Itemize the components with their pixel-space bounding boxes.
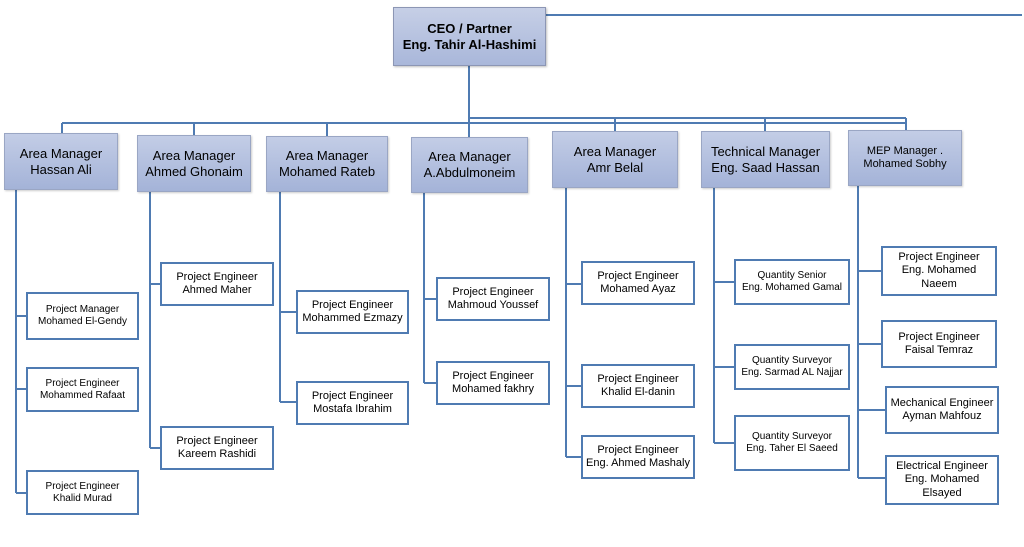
manager-name: Eng. Saad Hassan	[711, 159, 820, 175]
staff-name: Eng. Taher El Saeed	[746, 443, 838, 454]
manager-title: MEP Manager .	[866, 144, 944, 157]
staff-name: Mohamed El-Gendy	[38, 316, 127, 327]
staff-box: Quantity Surveyor Eng. Sarmad AL Najjar	[734, 344, 850, 390]
manager-title: Area Manager	[573, 143, 657, 159]
staff-role: Project Engineer	[452, 285, 534, 298]
staff-name: Mohamed fakhry	[452, 383, 534, 395]
staff-name: Khalid Murad	[53, 492, 112, 504]
manager-ahmed-ghonaim: Area Manager Ahmed Ghonaim	[137, 135, 251, 192]
staff-box: Quantity Surveyor Eng. Taher El Saeed	[734, 415, 850, 471]
staff-role: Project Engineer	[898, 251, 980, 264]
staff-box: Project Engineer Eng. Mohamed Naeem	[881, 246, 997, 296]
staff-box: Project Engineer Mohammed Rafaat	[26, 367, 139, 412]
staff-box: Project Engineer Khalid El-danin	[581, 364, 695, 408]
staff-box: Project Engineer Mahmoud Youssef	[436, 277, 550, 321]
manager-title: Area Manager	[285, 148, 369, 164]
staff-box: Project Manager Mohamed El-Gendy	[26, 292, 139, 340]
staff-box: Project Engineer Eng. Ahmed Mashaly	[581, 435, 695, 479]
manager-name: A.Abdulmoneim	[423, 165, 516, 180]
staff-name: Eng. Mohamed	[901, 264, 977, 277]
staff-role: Project Engineer	[597, 269, 679, 282]
staff-box: Project Engineer Faisal Temraz	[881, 320, 997, 368]
staff-role: Project Engineer	[45, 377, 120, 389]
manager-mep-mohamed-sobhy: MEP Manager . Mohamed Sobhy	[848, 130, 962, 186]
staff-box: Electrical Engineer Eng. Mohamed Elsayed	[885, 455, 999, 505]
manager-name: Amr Belal	[586, 159, 644, 175]
staff-role: Project Engineer	[597, 372, 679, 385]
staff-box: Quantity Senior Eng. Mohamed Gamal	[734, 259, 850, 305]
manager-name: Hassan Ali	[30, 161, 92, 177]
staff-box: Project Engineer Mohamed fakhry	[436, 361, 550, 405]
staff-role: Project Engineer	[176, 270, 258, 283]
manager-a-abdulmoneim: Area Manager A.Abdulmoneim	[411, 137, 528, 193]
staff-name: Eng. Mohamed	[904, 473, 980, 486]
staff-box: Project Engineer Mostafa Ibrahim	[296, 381, 409, 425]
staff-name: Khalid El-danin	[601, 386, 675, 398]
staff-role: Project Engineer	[311, 298, 394, 311]
ceo-box: CEO / Partner Eng. Tahir Al-Hashimi	[393, 7, 546, 66]
staff-box: Project Engineer Kareem Rashidi	[160, 426, 274, 470]
staff-role: Project Engineer	[311, 389, 394, 402]
staff-name: Mahmoud Youssef	[447, 299, 539, 311]
staff-box: Mechanical Engineer Ayman Mahfouz	[885, 386, 999, 434]
staff-role: Project Manager	[45, 304, 120, 315]
staff-role: Quantity Senior	[757, 270, 827, 281]
staff-role: Electrical Engineer	[896, 460, 988, 473]
manager-name: Ahmed Ghonaim	[145, 163, 243, 179]
ceo-name: Eng. Tahir Al-Hashimi	[402, 36, 537, 52]
manager-hassan-ali: Area Manager Hassan Ali	[4, 133, 118, 190]
staff-role: Project Engineer	[597, 443, 679, 456]
staff-name-cont: Elsayed	[922, 486, 962, 499]
manager-name: Mohamed Sobhy	[863, 158, 947, 170]
staff-role: Project Engineer	[45, 480, 120, 492]
manager-title: Area Manager	[19, 145, 103, 161]
staff-name: Mohamed Ayaz	[600, 283, 676, 295]
staff-role: Project Engineer	[176, 434, 258, 447]
manager-title: Area Manager	[152, 147, 236, 163]
staff-name: Ahmed Maher	[182, 284, 252, 296]
manager-title: Technical Manager	[710, 143, 821, 159]
staff-name: Mohammed Rafaat	[39, 389, 126, 401]
staff-role: Quantity Surveyor	[751, 355, 833, 366]
manager-title: Area Manager	[428, 149, 511, 165]
staff-box: Project Engineer Khalid Murad	[26, 470, 139, 515]
staff-box: Project Engineer Mohammed Ezmazy	[296, 290, 409, 334]
staff-name: Eng. Mohamed Gamal	[741, 282, 843, 293]
staff-name: Ayman Mahfouz	[902, 410, 982, 422]
staff-role: Quantity Surveyor	[751, 431, 833, 442]
staff-role: Project Engineer	[452, 369, 534, 382]
staff-name: Mostafa Ibrahim	[313, 403, 392, 415]
staff-name: Faisal Temraz	[904, 344, 974, 356]
manager-technical-saad-hassan: Technical Manager Eng. Saad Hassan	[701, 131, 830, 188]
manager-mohamed-rateb: Area Manager Mohamed Rateb	[266, 136, 388, 192]
staff-name: Mohammed Ezmazy	[302, 312, 403, 324]
manager-amr-belal: Area Manager Amr Belal	[552, 131, 678, 188]
staff-name: Eng. Sarmad AL Najjar	[741, 367, 843, 378]
staff-box: Project Engineer Ahmed Maher	[160, 262, 274, 306]
staff-role: Mechanical Engineer	[890, 396, 994, 409]
ceo-title: CEO / Partner	[427, 20, 512, 36]
staff-role: Project Engineer	[898, 330, 980, 343]
manager-name: Mohamed Rateb	[278, 164, 376, 179]
staff-name: Eng. Ahmed Mashaly	[586, 457, 690, 469]
staff-name: Kareem Rashidi	[177, 448, 257, 460]
staff-box: Project Engineer Mohamed Ayaz	[581, 261, 695, 305]
staff-name-cont: Naeem	[921, 277, 957, 290]
